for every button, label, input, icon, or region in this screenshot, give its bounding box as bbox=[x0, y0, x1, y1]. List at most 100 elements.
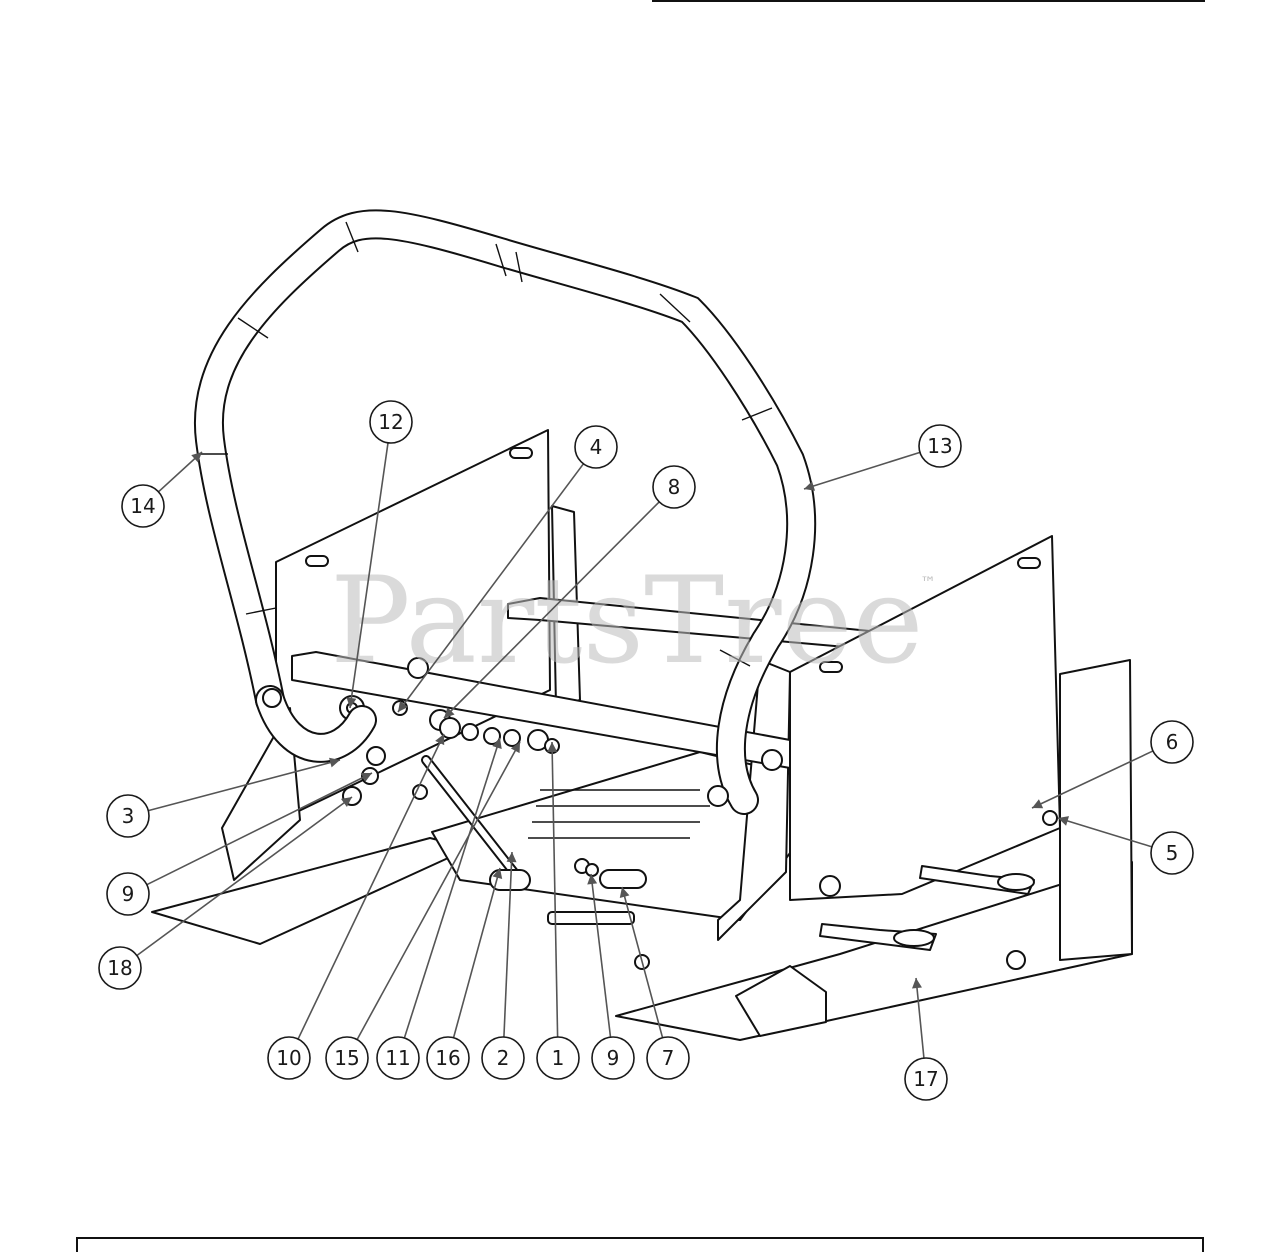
callout-circle bbox=[1150, 831, 1194, 875]
leader-line bbox=[297, 733, 445, 1040]
leader-arrow bbox=[398, 700, 408, 712]
callout-label: 1 bbox=[552, 1046, 565, 1070]
callout-label: 5 bbox=[1166, 841, 1179, 865]
callout-c1: 1 bbox=[536, 741, 580, 1080]
leader-arrow bbox=[804, 481, 816, 491]
right-plate-slot-2 bbox=[819, 661, 843, 673]
callout-c10: 10 bbox=[267, 733, 445, 1080]
left-plate-slot-2 bbox=[305, 555, 329, 567]
leader-arrow bbox=[547, 742, 558, 753]
leader-arrow bbox=[346, 697, 357, 708]
callout-c12: 12 bbox=[346, 400, 413, 709]
callout-label: 14 bbox=[130, 494, 155, 518]
right-foot-bracket bbox=[735, 965, 827, 1037]
right-plate-slot bbox=[1017, 557, 1041, 569]
callout-circle bbox=[106, 872, 150, 916]
callout-label: 17 bbox=[913, 1067, 938, 1091]
leader-arrow bbox=[492, 738, 502, 750]
callout-c13: 13 bbox=[803, 424, 962, 491]
callout-c15: 15 bbox=[325, 741, 521, 1080]
callout-circle bbox=[325, 1036, 369, 1080]
callout-c3: 3 bbox=[106, 757, 341, 838]
watermark-trademark: ™ bbox=[920, 573, 936, 592]
leader-arrow bbox=[444, 707, 455, 718]
leader-line bbox=[443, 501, 660, 719]
leader-arrow bbox=[340, 797, 352, 807]
rear-right-frame bbox=[1059, 659, 1133, 961]
callout-circle bbox=[1150, 720, 1194, 764]
callout-c5: 5 bbox=[1057, 816, 1194, 875]
leader-line bbox=[551, 741, 559, 1038]
callout-circle bbox=[536, 1036, 580, 1080]
callout-label: 15 bbox=[334, 1046, 359, 1070]
callout-circle bbox=[646, 1036, 690, 1080]
callout-label: 12 bbox=[378, 410, 403, 434]
cross-bar-hardware bbox=[261, 657, 1058, 970]
leader-line bbox=[397, 463, 585, 713]
leader-line bbox=[452, 867, 501, 1038]
leader-arrow bbox=[912, 978, 922, 989]
deck-slots bbox=[528, 789, 710, 839]
callout-circle bbox=[106, 794, 150, 838]
callout-circle bbox=[918, 424, 962, 468]
leader-line bbox=[146, 772, 373, 886]
left-plate-slot bbox=[509, 447, 533, 459]
callout-circle bbox=[376, 1036, 420, 1080]
leader-line bbox=[503, 851, 513, 1038]
leader-arrow bbox=[492, 868, 503, 879]
leader-line bbox=[621, 886, 664, 1038]
leader-arrow bbox=[435, 734, 445, 746]
left-floor-plate bbox=[151, 837, 471, 945]
leader-line bbox=[1057, 817, 1153, 848]
callout-label: 9 bbox=[607, 1046, 620, 1070]
callout-label: 11 bbox=[385, 1046, 410, 1070]
callout-label: 16 bbox=[435, 1046, 460, 1070]
leader-line bbox=[148, 759, 341, 812]
leader-arrow bbox=[329, 757, 340, 768]
leader-arrow bbox=[587, 874, 598, 885]
callout-label: 3 bbox=[122, 804, 135, 828]
callout-c16: 16 bbox=[426, 867, 503, 1080]
callout-circle bbox=[591, 1036, 635, 1080]
callout-circle bbox=[652, 465, 696, 509]
leader-arrow bbox=[191, 452, 202, 463]
right-side-plate bbox=[789, 535, 1061, 901]
callout-c14: 14 bbox=[121, 451, 203, 528]
leader-line bbox=[349, 442, 389, 709]
callout-c9a: 9 bbox=[106, 772, 373, 916]
callout-c2: 2 bbox=[481, 851, 525, 1080]
callout-label: 9 bbox=[122, 882, 135, 906]
callout-c11: 11 bbox=[376, 737, 502, 1080]
callout-circle bbox=[574, 425, 618, 469]
callout-circle bbox=[267, 1036, 311, 1080]
callout-label: 6 bbox=[1166, 730, 1179, 754]
callout-c8: 8 bbox=[443, 465, 696, 719]
watermark: PartsTree ™ bbox=[330, 552, 936, 691]
bottom-frame bbox=[76, 1237, 1204, 1252]
leader-line bbox=[803, 451, 921, 490]
callout-circle bbox=[98, 946, 142, 990]
callout-label: 18 bbox=[107, 956, 132, 980]
callout-label: 13 bbox=[927, 434, 952, 458]
callout-c18: 18 bbox=[98, 796, 353, 990]
callout-c7: 7 bbox=[619, 886, 690, 1080]
leader-arrow bbox=[510, 742, 520, 754]
callout-circle bbox=[481, 1036, 525, 1080]
callout-label: 10 bbox=[276, 1046, 301, 1070]
leader-line bbox=[915, 977, 925, 1059]
callout-c4: 4 bbox=[397, 425, 618, 713]
callout-c6: 6 bbox=[1031, 720, 1194, 809]
callout-c9b: 9 bbox=[587, 873, 635, 1080]
callout-label: 2 bbox=[497, 1046, 510, 1070]
tie-rods bbox=[819, 865, 1035, 951]
leader-line bbox=[590, 873, 612, 1038]
callout-circle bbox=[904, 1057, 948, 1101]
rops-loop-bar bbox=[193, 209, 817, 815]
leader-arrow bbox=[1058, 816, 1070, 826]
callout-label: 4 bbox=[590, 435, 603, 459]
leader-line bbox=[356, 741, 521, 1040]
leader-arrow bbox=[619, 887, 630, 898]
leader-line bbox=[403, 737, 501, 1039]
